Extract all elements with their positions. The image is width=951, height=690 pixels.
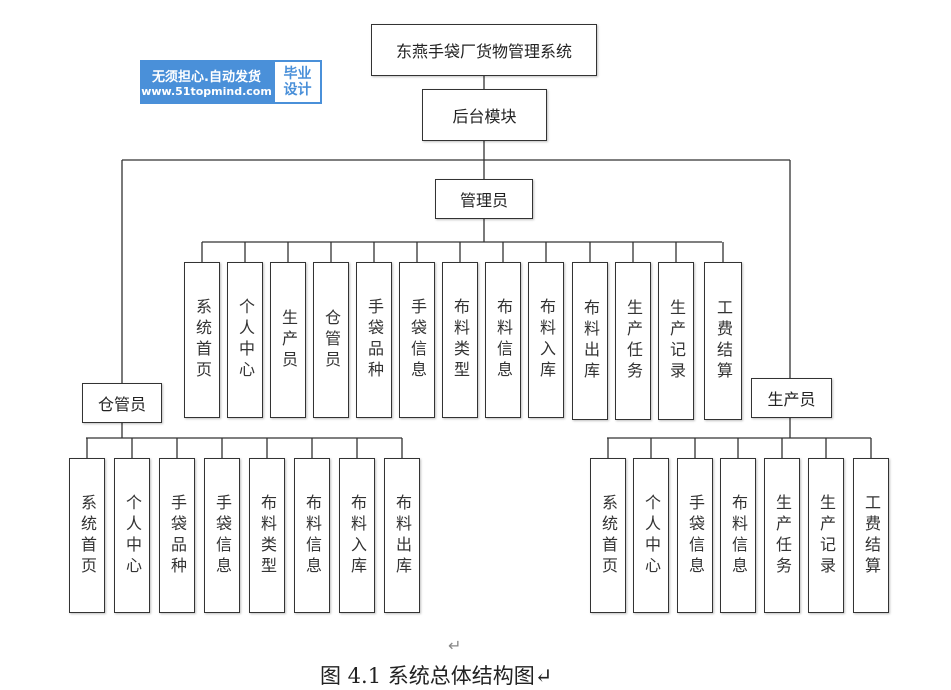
- admin-item-label: 手袋信息: [408, 298, 427, 382]
- watermark-url: www.51topmind.com: [141, 85, 272, 98]
- warehouse-item: 手袋信息: [204, 458, 240, 613]
- figure-caption: 图 4.1 系统总体结构图↵: [320, 664, 553, 688]
- admin-item-label: 布料类型: [451, 298, 470, 382]
- producer-item: 生产任务: [764, 458, 800, 613]
- backend-node: 后台模块: [422, 89, 547, 141]
- warehouse-item: 手袋品种: [159, 458, 195, 613]
- admin-item-label: 手袋品种: [365, 298, 384, 382]
- warehouse-item: 布料入库: [339, 458, 375, 613]
- warehouse-item: 个人中心: [114, 458, 150, 613]
- admin-item: 布料出库: [572, 262, 608, 420]
- admin-item-label: 布料出库: [581, 299, 600, 383]
- watermark-badge1: 毕业: [283, 66, 312, 82]
- warehouse-item-label: 布料入库: [348, 493, 367, 578]
- warehouse-item-label: 布料出库: [393, 493, 412, 578]
- producer-item: 个人中心: [633, 458, 669, 613]
- admin-item: 生产任务: [615, 262, 651, 420]
- warehouse-item: 布料信息: [294, 458, 330, 613]
- admin-item-label: 生产记录: [667, 299, 686, 383]
- warehouse-item: 系统首页: [69, 458, 105, 613]
- watermark-line1: 无须担心.自动发货: [152, 70, 261, 85]
- admin-node: 管理员: [435, 179, 533, 219]
- admin-item: 仓管员: [313, 262, 349, 418]
- producer-item: 工费结算: [853, 458, 889, 613]
- warehouse-item: 布料出库: [384, 458, 420, 613]
- admin-item: 手袋信息: [399, 262, 435, 418]
- admin-item: 布料类型: [442, 262, 478, 418]
- root-label: 东燕手袋厂货物管理系统: [395, 42, 572, 61]
- warehouse-item-label: 手袋信息: [213, 493, 232, 578]
- warehouse-item-label: 布料类型: [258, 493, 277, 578]
- producer-item-label: 布料信息: [729, 493, 748, 578]
- producer-item-label: 系统首页: [599, 493, 618, 578]
- producer-item: 手袋信息: [677, 458, 713, 613]
- admin-item: 布料入库: [528, 262, 564, 418]
- admin-item-label: 布料入库: [537, 298, 556, 382]
- admin-item: 布料信息: [485, 262, 521, 418]
- producer-item-label: 个人中心: [642, 493, 661, 578]
- producer-label: 生产员: [767, 390, 816, 409]
- producer-item-label: 工费结算: [862, 493, 881, 578]
- admin-item: 生产记录: [658, 262, 694, 420]
- admin-item-label: 生产任务: [624, 299, 643, 383]
- admin-item: 系统首页: [184, 262, 220, 418]
- root-node: 东燕手袋厂货物管理系统: [371, 24, 597, 76]
- admin-item: 生产员: [270, 262, 306, 418]
- producer-node: 生产员: [751, 378, 832, 418]
- admin-item-label: 工费结算: [714, 299, 733, 383]
- producer-item: 布料信息: [720, 458, 756, 613]
- admin-item: 手袋品种: [356, 262, 392, 418]
- admin-item: 个人中心: [227, 262, 263, 418]
- warehouse-item-label: 布料信息: [303, 493, 322, 578]
- producer-item-label: 手袋信息: [686, 493, 705, 578]
- paragraph-mark: ↵: [448, 636, 462, 655]
- warehouse-item-label: 系统首页: [78, 493, 97, 578]
- warehouse-label: 仓管员: [97, 395, 146, 414]
- warehouse-item-label: 手袋品种: [168, 493, 187, 578]
- producer-item: 生产记录: [808, 458, 844, 613]
- admin-item-label: 生产员: [279, 308, 298, 372]
- admin-item-label: 布料信息: [494, 298, 513, 382]
- backend-label: 后台模块: [452, 107, 517, 126]
- producer-item-label: 生产记录: [817, 493, 836, 578]
- warehouse-item: 布料类型: [249, 458, 285, 613]
- admin-label: 管理员: [459, 191, 508, 210]
- admin-item-label: 仓管员: [322, 308, 341, 372]
- admin-item-label: 系统首页: [193, 298, 212, 382]
- watermark-badge2: 设计: [283, 82, 312, 98]
- admin-item: 工费结算: [704, 262, 742, 420]
- producer-item-label: 生产任务: [773, 493, 792, 578]
- producer-item: 系统首页: [590, 458, 626, 613]
- warehouse-item-label: 个人中心: [123, 493, 142, 578]
- admin-item-label: 个人中心: [236, 298, 255, 382]
- warehouse-node: 仓管员: [82, 383, 162, 423]
